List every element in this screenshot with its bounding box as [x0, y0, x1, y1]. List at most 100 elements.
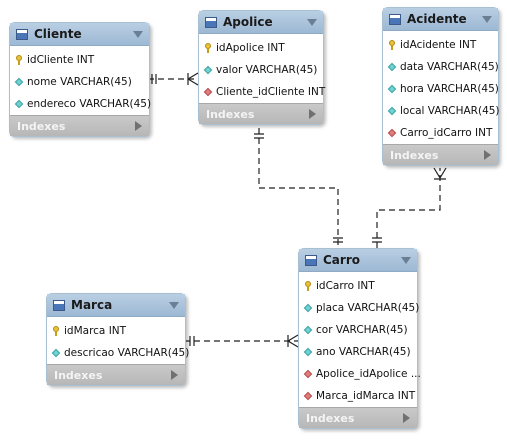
column-label: data VARCHAR(45) [400, 61, 499, 73]
indexes-bar[interactable]: Indexes [383, 144, 498, 165]
column-row[interactable]: placa VARCHAR(45) [299, 297, 420, 319]
table-header[interactable]: Marca [47, 294, 185, 317]
table-icon [53, 299, 65, 311]
column-row[interactable]: valor VARCHAR(45) [199, 59, 323, 81]
collapse-arrow-icon[interactable] [482, 15, 492, 23]
rel-marca-carro-one [189, 336, 195, 346]
column-row[interactable]: ano VARCHAR(45) [299, 341, 417, 363]
table-carro[interactable]: Carro idCarro INT placa VARCHAR(45) cor VA… [298, 248, 421, 429]
expand-arrow-icon[interactable] [484, 150, 491, 160]
column-label: nome VARCHAR(45) [27, 76, 132, 88]
column-row[interactable]: idCliente INT [10, 49, 149, 71]
column-icon [387, 84, 397, 94]
column-label: cor VARCHAR(45) [316, 324, 408, 336]
expand-arrow-icon[interactable] [309, 109, 316, 119]
column-row[interactable]: cor VARCHAR(45) [299, 319, 417, 341]
column-list: idAcidente INT data VARCHAR(45) hora VARCH… [383, 31, 500, 144]
column-label: ano VARCHAR(45) [316, 346, 411, 358]
column-label: Apolice_idApolice ... [316, 368, 421, 380]
rel-marca-carro-many [287, 334, 299, 348]
primary-key-icon [303, 281, 313, 291]
primary-key-icon [387, 40, 397, 50]
column-label: endereco VARCHAR(45) [27, 98, 152, 110]
column-label: local VARCHAR(45) [400, 105, 500, 117]
column-label: Marca_idMarca INT [316, 390, 416, 402]
table-name: Carro [323, 253, 360, 267]
column-label: hora VARCHAR(45) [400, 83, 499, 95]
collapse-arrow-icon[interactable] [169, 301, 179, 309]
column-icon [303, 303, 313, 313]
table-name: Marca [71, 298, 113, 312]
collapse-arrow-icon[interactable] [307, 18, 317, 26]
collapse-arrow-icon[interactable] [133, 30, 143, 38]
column-list: idMarca INT descricao VARCHAR(45) [47, 317, 189, 364]
expand-arrow-icon[interactable] [403, 413, 410, 423]
column-label: Carro_idCarro INT [400, 127, 493, 139]
indexes-label: Indexes [206, 107, 255, 121]
indexes-label: Indexes [306, 411, 355, 425]
column-row[interactable]: endereco VARCHAR(45) [10, 93, 152, 115]
primary-key-icon [14, 55, 24, 65]
column-list: idCliente INT nome VARCHAR(45) endereco VA… [10, 46, 152, 115]
column-row[interactable]: idApolice INT [199, 37, 323, 59]
primary-key-icon [51, 326, 61, 336]
table-header[interactable]: Carro [299, 249, 417, 272]
indexes-bar[interactable]: Indexes [10, 115, 149, 136]
column-label: idAcidente INT [400, 39, 477, 51]
table-header[interactable]: Acidente [383, 8, 498, 31]
rel-apolice-carro-line [258, 128, 339, 248]
column-row[interactable]: nome VARCHAR(45) [10, 71, 149, 93]
column-row[interactable]: hora VARCHAR(45) [383, 78, 499, 100]
primary-key-icon [203, 43, 213, 53]
table-marca[interactable]: Marca idMarca INT descricao VARCHAR(45) I… [46, 293, 189, 386]
indexes-bar[interactable]: Indexes [199, 103, 323, 124]
column-icon [303, 347, 313, 357]
rel-carro-acidente-line [376, 168, 441, 248]
column-label: idCarro INT [316, 280, 375, 292]
column-icon [14, 77, 24, 87]
column-row[interactable]: idAcidente INT [383, 34, 498, 56]
table-apolice[interactable]: Apolice idApolice INT valor VARCHAR(45) Cl… [198, 10, 326, 125]
table-header[interactable]: Apolice [199, 11, 323, 34]
column-row[interactable]: data VARCHAR(45) [383, 56, 499, 78]
column-label: idApolice INT [216, 42, 285, 54]
indexes-label: Indexes [390, 148, 439, 162]
foreign-key-icon [203, 87, 213, 97]
rel-apolice-carro-one-top [254, 133, 264, 139]
rel-carro-acidente-many [433, 167, 447, 180]
table-header[interactable]: Cliente [10, 23, 149, 46]
indexes-bar[interactable]: Indexes [47, 364, 185, 385]
expand-arrow-icon[interactable] [171, 370, 178, 380]
rel-cliente-apolice-one [151, 74, 157, 84]
column-label: descricao VARCHAR(45) [64, 347, 190, 359]
column-row[interactable]: idMarca INT [47, 320, 185, 342]
column-icon [14, 99, 24, 109]
column-label: Cliente_idCliente INT [216, 86, 326, 98]
column-row[interactable]: idCarro INT [299, 275, 417, 297]
foreign-key-icon [303, 391, 313, 401]
indexes-bar[interactable]: Indexes [299, 407, 417, 428]
column-icon [387, 62, 397, 72]
rel-carro-acidente-one [372, 237, 382, 243]
rel-apolice-carro-one-bottom [333, 237, 343, 243]
column-row[interactable]: local VARCHAR(45) [383, 100, 500, 122]
column-list: idApolice INT valor VARCHAR(45) Cliente_id… [199, 34, 326, 103]
table-name: Acidente [407, 12, 467, 26]
foreign-key-icon [387, 128, 397, 138]
rel-cliente-apolice-many [187, 72, 199, 86]
collapse-arrow-icon[interactable] [401, 256, 411, 264]
column-icon [51, 348, 61, 358]
column-row[interactable]: Cliente_idCliente INT [199, 81, 326, 103]
column-icon [387, 106, 397, 116]
table-acidente[interactable]: Acidente idAcidente INT data VARCHAR(45) h… [382, 7, 500, 166]
indexes-label: Indexes [54, 368, 103, 382]
column-row[interactable]: Apolice_idApolice ... [299, 363, 421, 385]
expand-arrow-icon[interactable] [135, 121, 142, 131]
table-cliente[interactable]: Cliente idCliente INT nome VARCHAR(45) end… [9, 22, 152, 137]
column-row[interactable]: descricao VARCHAR(45) [47, 342, 189, 364]
column-row[interactable]: Carro_idCarro INT [383, 122, 498, 144]
column-label: placa VARCHAR(45) [316, 302, 420, 314]
table-name: Apolice [223, 15, 273, 29]
table-name: Cliente [34, 27, 82, 41]
column-row[interactable]: Marca_idMarca INT [299, 385, 417, 407]
